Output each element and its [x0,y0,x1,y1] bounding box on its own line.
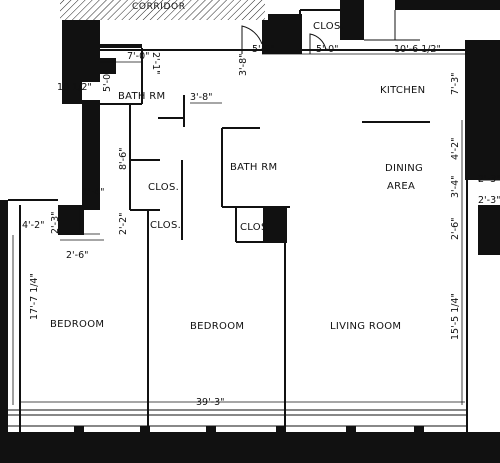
bath-room-2-label: BATH RM [230,162,277,173]
dim-1-4: 1'-4" [82,187,105,198]
dimension-labels: 7'-0" 5'-9" 5'-0" 10'-6 1/2" 10 1/2" 3'-… [22,44,500,408]
room-labels: CLOS. BATH RM BATH RM KITCHEN DINING ARE… [50,21,425,332]
door-swings [241,25,490,101]
closet-1-label: CLOS. [148,182,179,193]
bedroom-1-label: BEDROOM [50,319,104,330]
dim-5-0-top: 5'-0" [316,44,339,55]
dim-2-6: 2'-6" [66,250,89,261]
dim-3-8: 3'-8" [238,54,249,77]
dining-label: DINING [385,163,423,174]
living-room-label: LIVING ROOM [330,321,401,332]
dim-39-3: 39'-3" [196,397,225,408]
vertical-dimension-labels: 2'-1" 3'-8" 5'-0" 7'-3" 8'-6" 4'-2" 3'-4… [29,52,461,340]
dimension-lines [12,53,470,405]
partitions [8,9,500,432]
closet-3-label: CLOS [240,222,268,233]
bath-room-1-label: BATH RM [118,91,165,102]
dim-2-1: 2'-1" [150,52,161,75]
dim-2-3-b: 2'-3" [478,195,500,206]
kitchen-label: KITCHEN [380,85,425,96]
dim-10-6-half: 10'-6 1/2" [394,44,441,55]
dim-4-2-left: 4'-2" [22,220,45,231]
dim-15-5: 15'-5 1/4" [450,293,461,340]
dim-3-8-b: 3'-8" [190,92,213,103]
corridor-closet-label: CLOS. [313,21,344,32]
dim-4-2-right: 4'-2" [450,138,461,161]
dim-3-4: 3'-4" [450,176,461,199]
window-band [8,409,467,463]
dim-2-6-right: 2'-6" [450,218,461,241]
dim-5-0-side: 5'-0" [102,70,113,93]
dim-7-3: 7'-3" [450,73,461,96]
dim-8-6: 8'-6" [118,148,129,171]
dim-17-7: 17'-7 1/4" [29,273,40,320]
dim-10-half: 10 1/2" [57,82,92,93]
corridor-area: CORRIDOR [60,0,265,20]
dim-7-0: 7'-0" [127,51,150,62]
dining-area-label: AREA [387,181,415,192]
dim-2-3: 2'-3" [478,174,500,185]
corridor-label: CORRIDOR [132,2,186,12]
dim-5-9: 5'-9" [252,44,275,55]
dim-2-3-left: 2'-3" [50,212,61,235]
bedroom-2-label: BEDROOM [190,321,244,332]
dim-2-2: 2'-2" [118,213,129,236]
closet-2-label: CLOS. [150,220,181,231]
entry-column [62,20,100,82]
